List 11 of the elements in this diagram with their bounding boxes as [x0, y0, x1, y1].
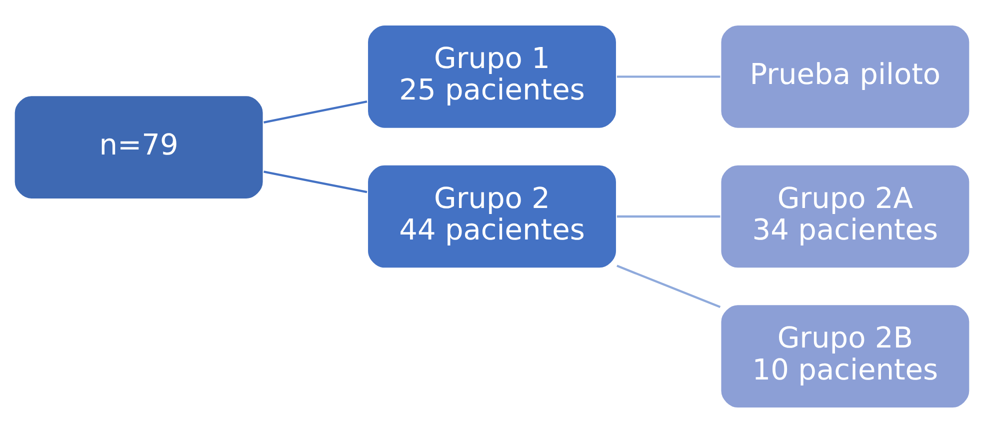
node-box: Grupo 2 44 pacientes	[366, 163, 618, 269]
node-box: Grupo 2B 10 pacientes	[720, 303, 971, 408]
connector	[616, 264, 721, 308]
connector	[264, 100, 368, 123]
node-box: Grupo 1 25 pacientes	[366, 24, 618, 129]
connector	[264, 170, 368, 193]
node-box: n=79	[13, 94, 264, 200]
node-box: Grupo 2A 34 pacientes	[720, 163, 971, 269]
node-box: Prueba piloto	[720, 24, 971, 129]
connector	[616, 214, 720, 218]
connector	[616, 75, 720, 78]
